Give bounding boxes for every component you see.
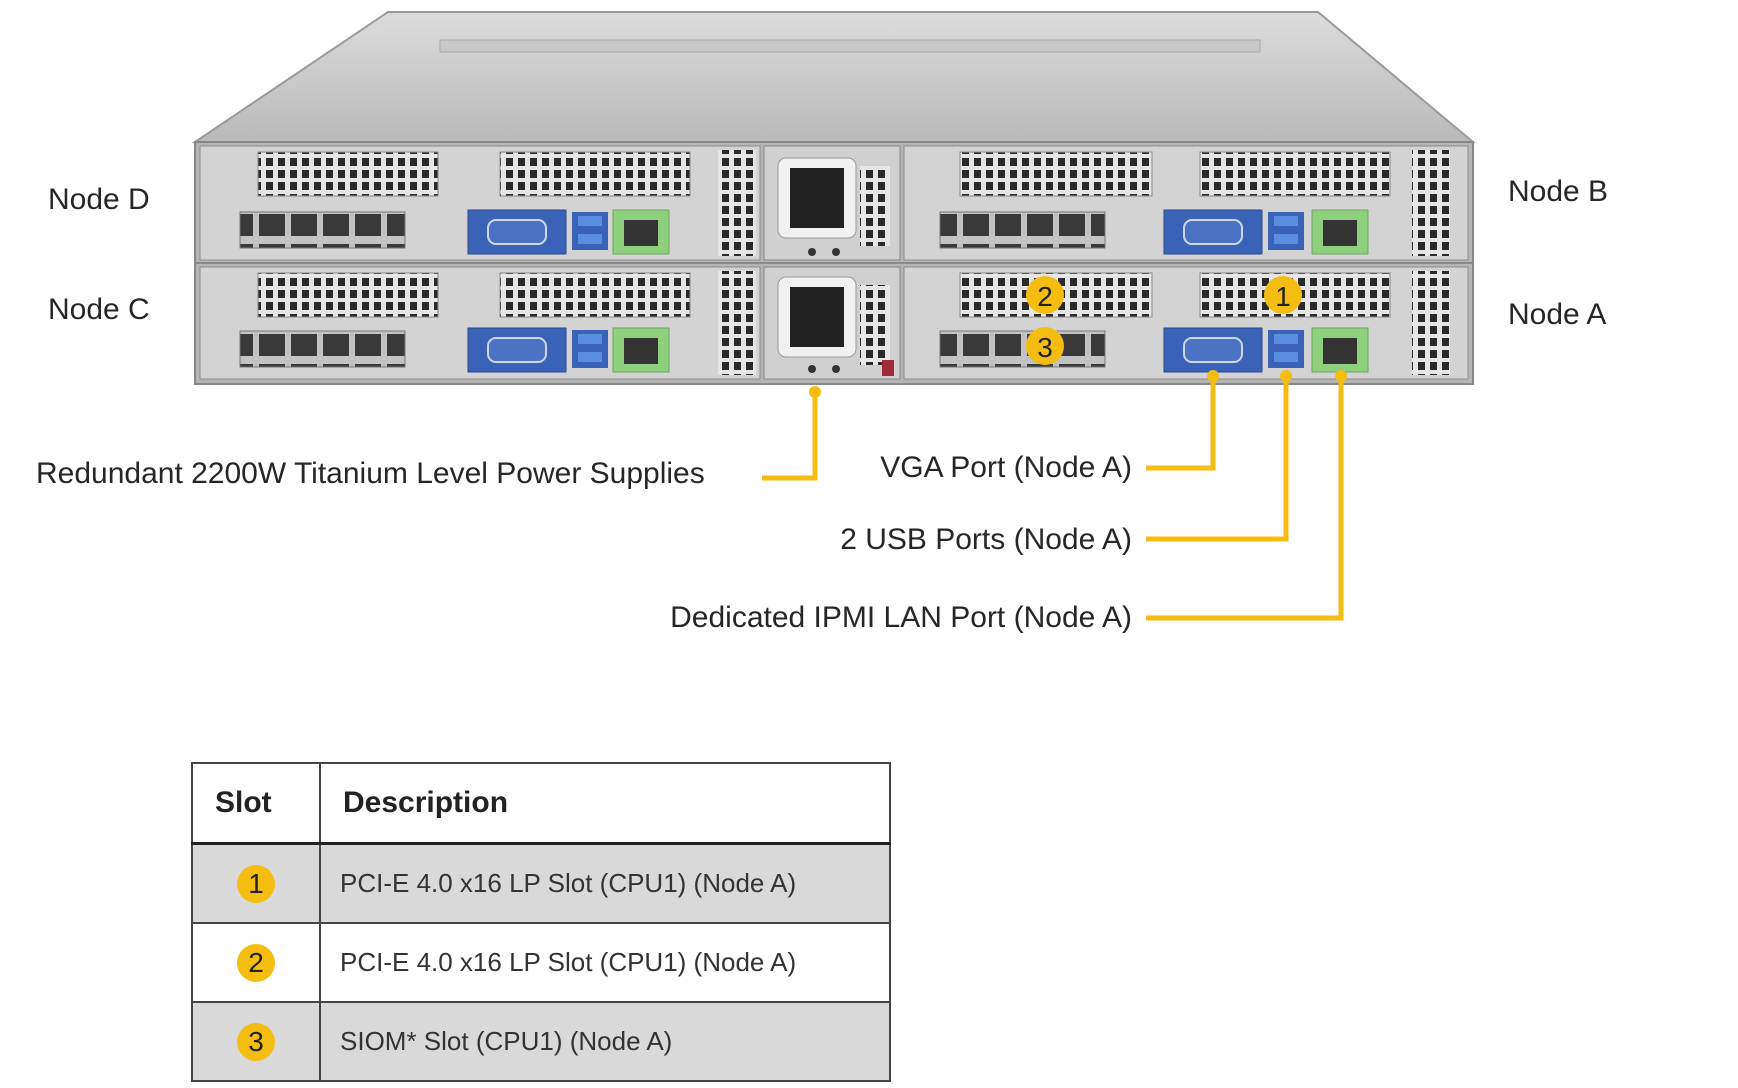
- node-d-module: [199, 145, 761, 261]
- power-supply-bottom: [763, 266, 901, 380]
- slot-badge: 2: [237, 943, 275, 982]
- description-cell: PCI-E 4.0 x16 LP Slot (CPU1) (Node A): [320, 842, 890, 923]
- node-d-label: Node D: [48, 183, 150, 216]
- vga-callout-line: [1146, 376, 1216, 471]
- badge-slot-2-text: 2: [1037, 281, 1053, 312]
- node-c-label: Node C: [48, 293, 150, 326]
- table-row: 3 SIOM* Slot (CPU1) (Node A): [192, 1001, 890, 1081]
- slot-cell: 1: [192, 842, 321, 923]
- ipmi-lan-port-label: Dedicated IPMI LAN Port (Node A): [670, 601, 1132, 634]
- power-supplies-label: Redundant 2200W Titanium Level Power Sup…: [36, 457, 705, 490]
- description-cell: PCI-E 4.0 x16 LP Slot (CPU1) (Node A): [320, 922, 890, 1002]
- node-a-siom-slot: [939, 330, 1106, 368]
- badge-slot-1: 1: [1264, 276, 1302, 314]
- node-a-module: [903, 266, 1469, 380]
- slot-cell: 2: [192, 922, 321, 1002]
- node-b-label: Node B: [1508, 175, 1609, 208]
- usb-callout-line: [1146, 376, 1289, 542]
- badge-slot-3: 3: [1026, 327, 1064, 365]
- slot-table: Slot Description 1 PCI-E 4.0 x16 LP Slot…: [191, 762, 891, 1082]
- description-cell: SIOM* Slot (CPU1) (Node A): [320, 1001, 890, 1081]
- usb-ports-label: 2 USB Ports (Node A): [840, 523, 1132, 556]
- description-column-header: Description: [320, 763, 890, 845]
- slot-badge: 3: [237, 1022, 275, 1061]
- node-c-module: [199, 266, 761, 380]
- slot-table-header: Slot Description: [192, 763, 890, 845]
- table-row: 1 PCI-E 4.0 x16 LP Slot (CPU1) (Node A): [192, 842, 890, 923]
- slot-cell: 3: [192, 1001, 321, 1081]
- slot-badge: 1: [237, 864, 275, 903]
- callout-lines: [762, 370, 1347, 621]
- table-row: 2 PCI-E 4.0 x16 LP Slot (CPU1) (Node A): [192, 922, 890, 1002]
- slot-column-header: Slot: [192, 763, 321, 845]
- power-supply-top: [763, 145, 901, 261]
- badge-slot-3-text: 3: [1037, 332, 1053, 363]
- node-b-module: [903, 145, 1469, 261]
- vga-port-label: VGA Port (Node A): [880, 451, 1132, 484]
- badge-slot-2: 2: [1026, 276, 1064, 314]
- ipmi-callout-line: [1146, 376, 1344, 621]
- node-a-label: Node A: [1508, 298, 1607, 331]
- badge-slot-1-text: 1: [1275, 281, 1291, 312]
- power-callout-line: [762, 392, 818, 481]
- chassis-top: [191, 11, 1476, 143]
